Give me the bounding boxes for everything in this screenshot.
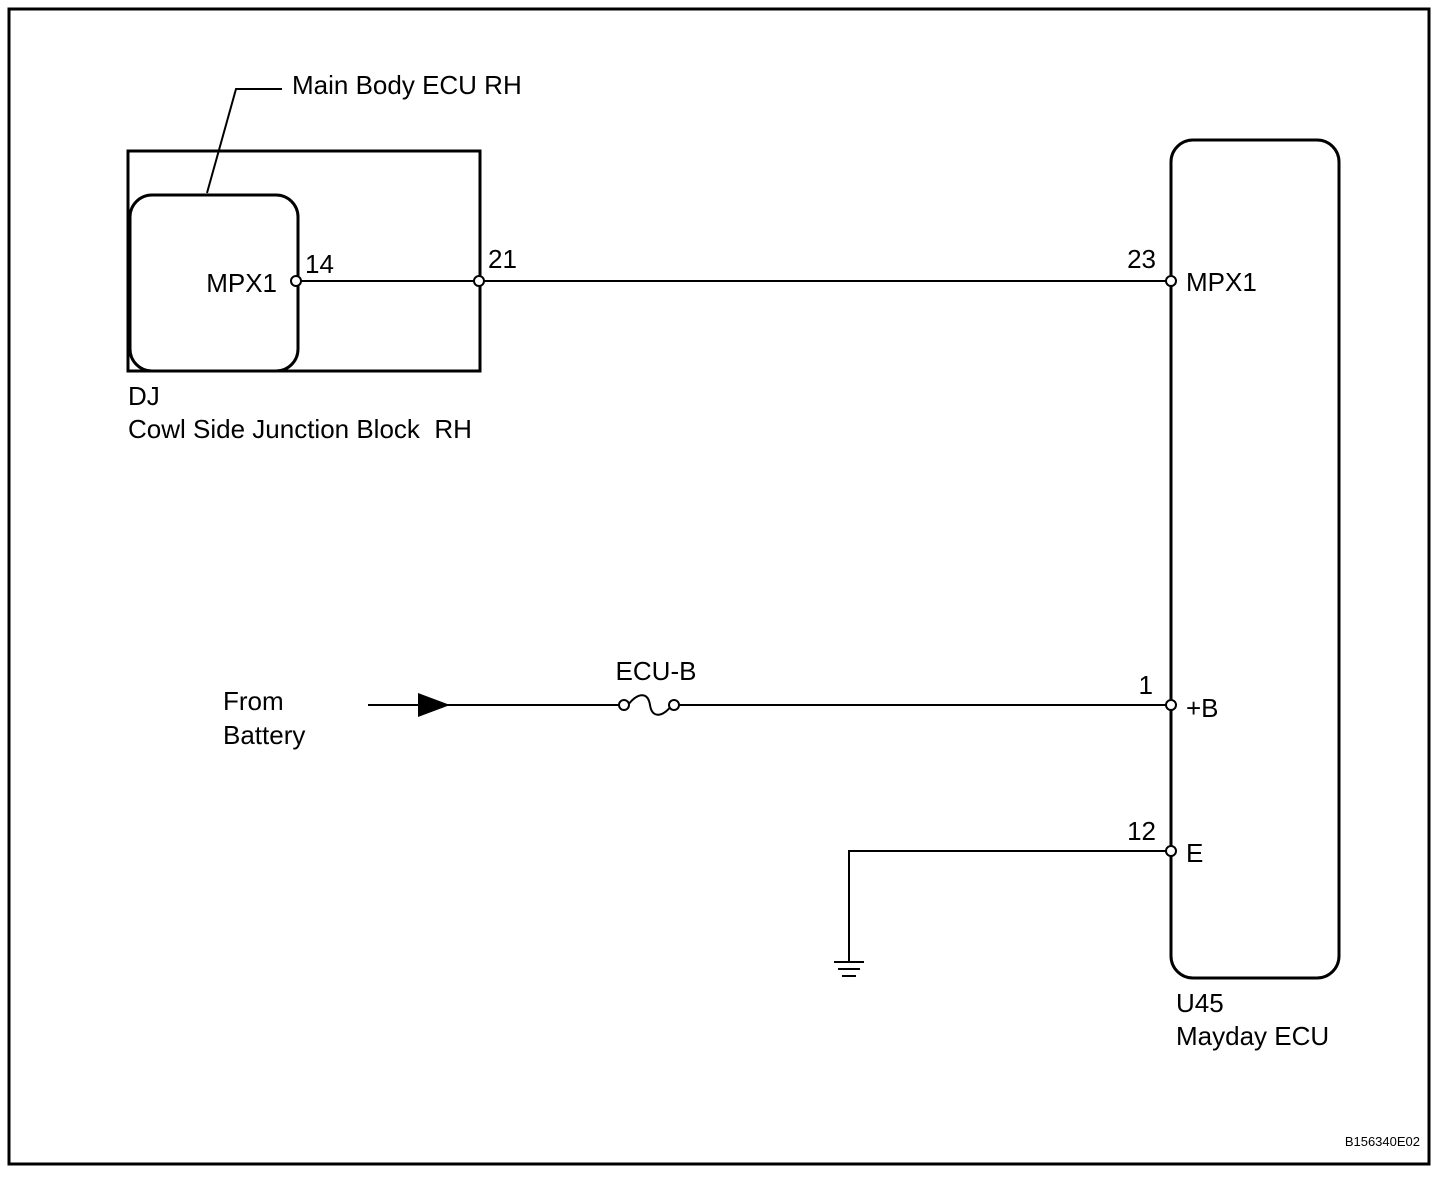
mayday-terminal-mpx1: MPX1	[1186, 267, 1257, 297]
mayday-pin-mpx1: 23	[1127, 244, 1156, 274]
mayday-terminal-b: +B	[1186, 693, 1219, 723]
main-body-ecu-leader-line	[206, 88, 282, 194]
fuse-label: ECU-B	[616, 656, 697, 686]
terminal-mayday-1	[1165, 699, 1177, 711]
main-body-ecu-label: Main Body ECU RH	[292, 70, 522, 100]
mayday-ecu-box	[1169, 138, 1341, 980]
mayday-pin-e: 12	[1127, 816, 1156, 846]
arrow-icon	[418, 693, 450, 717]
junction-block-name: Cowl Side Junction Block RH	[128, 414, 472, 444]
terminal-main-body-14	[290, 275, 302, 287]
mayday-ecu-code: U45	[1176, 988, 1224, 1018]
battery-source-line1: From	[223, 686, 284, 716]
mayday-terminal-e: E	[1186, 838, 1203, 868]
junction-block-code: DJ	[128, 381, 160, 411]
figure-code: B156340E02	[1345, 1134, 1420, 1149]
main-body-ecu-terminal-name: MPX1	[206, 268, 277, 298]
terminal-mayday-23	[1165, 275, 1177, 287]
fuse-terminal-in	[618, 699, 630, 711]
mayday-pin-b: 1	[1139, 670, 1153, 700]
fuse-icon	[627, 694, 673, 716]
junction-block-pin: 21	[488, 244, 517, 274]
junction-block-box	[126, 149, 482, 373]
diagram-frame	[7, 7, 1431, 1166]
battery-source-line2: Battery	[223, 720, 305, 750]
ground-icon	[834, 961, 864, 977]
wire-ground	[848, 850, 1171, 962]
mayday-ecu-name: Mayday ECU	[1176, 1021, 1329, 1051]
main-body-ecu-pin: 14	[305, 249, 334, 279]
terminal-junction-21	[473, 275, 485, 287]
fuse-terminal-out	[668, 699, 680, 711]
terminal-mayday-12	[1165, 845, 1177, 857]
